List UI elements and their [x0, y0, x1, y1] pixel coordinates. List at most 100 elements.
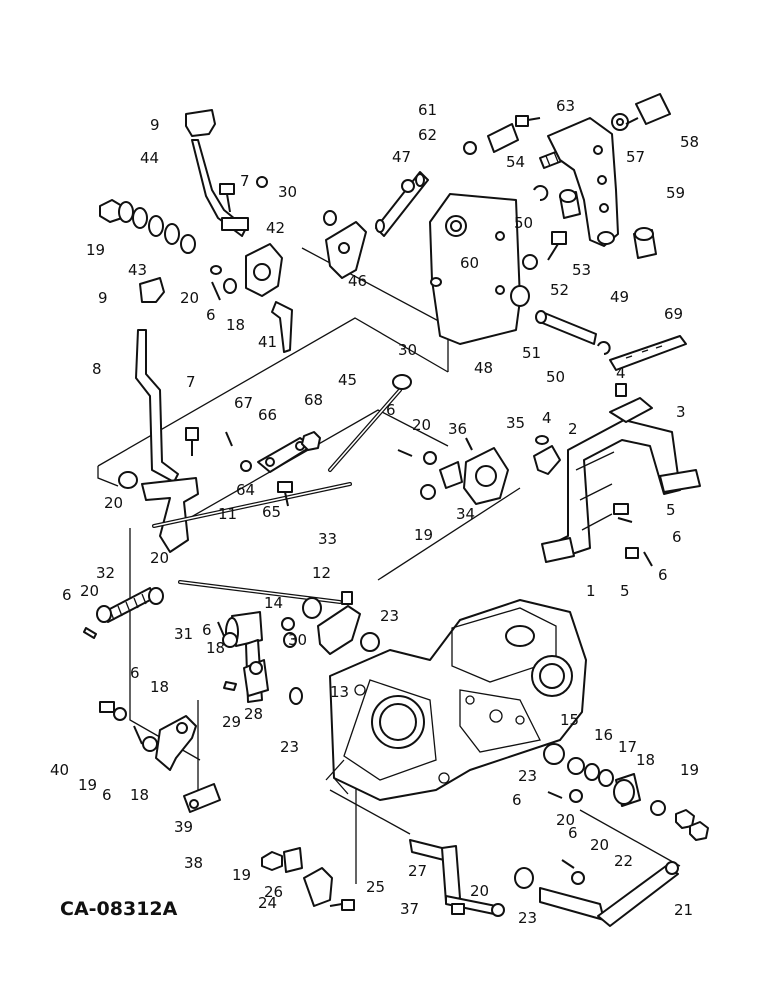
callout-19: 19 [680, 761, 699, 779]
callout-44: 44 [140, 149, 159, 167]
callout-5: 5 [620, 582, 630, 600]
callout-40: 40 [50, 761, 69, 779]
callout-45: 45 [338, 371, 357, 389]
strap-69 [609, 335, 687, 371]
callout-58: 58 [680, 133, 699, 151]
lever-knob-lower [139, 277, 165, 303]
block-34 [439, 461, 463, 489]
callout-9: 9 [150, 116, 160, 134]
callout-8: 8 [92, 360, 102, 378]
callout-50: 50 [546, 368, 565, 386]
bushing-12 [302, 597, 322, 619]
callout-50: 50 [514, 214, 533, 232]
bushing-23-mid [289, 687, 303, 705]
callout-17: 17 [618, 738, 637, 756]
callout-46: 46 [348, 272, 367, 290]
callout-25: 25 [366, 878, 385, 896]
callout-39: 39 [174, 818, 193, 836]
callout-20: 20 [470, 882, 489, 900]
callout-6: 6 [206, 306, 216, 324]
callout-35: 35 [506, 414, 525, 432]
pin-51 [539, 311, 597, 345]
callout-6: 6 [512, 791, 522, 809]
callout-19: 19 [232, 866, 251, 884]
callout-31: 31 [174, 625, 193, 643]
shaft-22 [539, 887, 605, 921]
clip-2 [533, 445, 561, 475]
callout-2: 2 [568, 420, 578, 438]
lever-arm-lower [135, 329, 179, 483]
callout-60: 60 [460, 254, 479, 272]
callout-53: 53 [572, 261, 591, 279]
bracket-61 [487, 123, 519, 153]
lever-foot-upper [221, 217, 249, 231]
link-plate-group [225, 431, 321, 507]
bracket-1 [543, 419, 681, 559]
callout-6: 6 [202, 621, 212, 639]
drawing-code: CA-08312A [60, 898, 178, 920]
callout-29: 29 [222, 713, 241, 731]
bushing-23-right [360, 632, 380, 652]
callout-62: 62 [418, 126, 437, 144]
callout-13: 13 [330, 683, 349, 701]
callout-20: 20 [412, 416, 431, 434]
bracket-3 [609, 397, 653, 423]
callout-49: 49 [610, 288, 629, 306]
callout-24: 24 [258, 894, 277, 912]
callout-67: 67 [234, 394, 253, 412]
callout-20: 20 [590, 836, 609, 854]
callout-42: 42 [266, 219, 285, 237]
callout-18: 18 [206, 639, 225, 657]
callout-6: 6 [62, 586, 72, 604]
bolt-7-lower-head [185, 427, 199, 441]
pin-65-head [277, 481, 293, 493]
cover-group [397, 437, 509, 505]
nut-19-bottom [261, 851, 283, 871]
callout-19: 19 [86, 241, 105, 259]
washer-14 [281, 617, 295, 631]
callout-36: 36 [448, 420, 467, 438]
bottom-center-group [261, 839, 505, 917]
callout-6: 6 [386, 401, 396, 419]
transmission-case [325, 599, 587, 801]
callout-28: 28 [244, 705, 263, 723]
link-41 [271, 301, 293, 353]
callout-16: 16 [594, 726, 613, 744]
callout-9: 9 [98, 289, 108, 307]
callout-20: 20 [150, 549, 169, 567]
washer-30-mid [283, 632, 297, 648]
callout-7: 7 [240, 172, 250, 190]
callout-69: 69 [664, 305, 683, 323]
callout-12: 12 [312, 564, 331, 582]
pin-40 [99, 701, 115, 713]
callout-59: 59 [666, 184, 685, 202]
callout-30: 30 [398, 341, 417, 359]
callout-48: 48 [474, 359, 493, 377]
callout-6: 6 [568, 824, 578, 842]
callout-61: 61 [418, 101, 437, 119]
callout-19: 19 [78, 776, 97, 794]
callout-6: 6 [672, 528, 682, 546]
callout-30: 30 [278, 183, 297, 201]
lever-knob-upper [185, 109, 216, 137]
callout-15: 15 [560, 711, 579, 729]
callout-5: 5 [666, 501, 676, 519]
callout-22: 22 [614, 852, 633, 870]
callout-4: 4 [616, 364, 626, 382]
callout-52: 52 [550, 281, 569, 299]
callout-23: 23 [518, 909, 537, 927]
callout-23: 23 [380, 607, 399, 625]
callout-26: 26 [264, 883, 283, 901]
callout-19: 19 [414, 526, 433, 544]
mid-linkage-group [217, 611, 303, 705]
callout-68: 68 [304, 391, 323, 409]
arm-59 [547, 117, 619, 247]
callout-57: 57 [626, 148, 645, 166]
callout-20: 20 [80, 582, 99, 600]
callout-18: 18 [130, 786, 149, 804]
callout-27: 27 [408, 862, 427, 880]
callout-43: 43 [128, 261, 147, 279]
callout-66: 66 [258, 406, 277, 424]
callout-38: 38 [184, 854, 203, 872]
